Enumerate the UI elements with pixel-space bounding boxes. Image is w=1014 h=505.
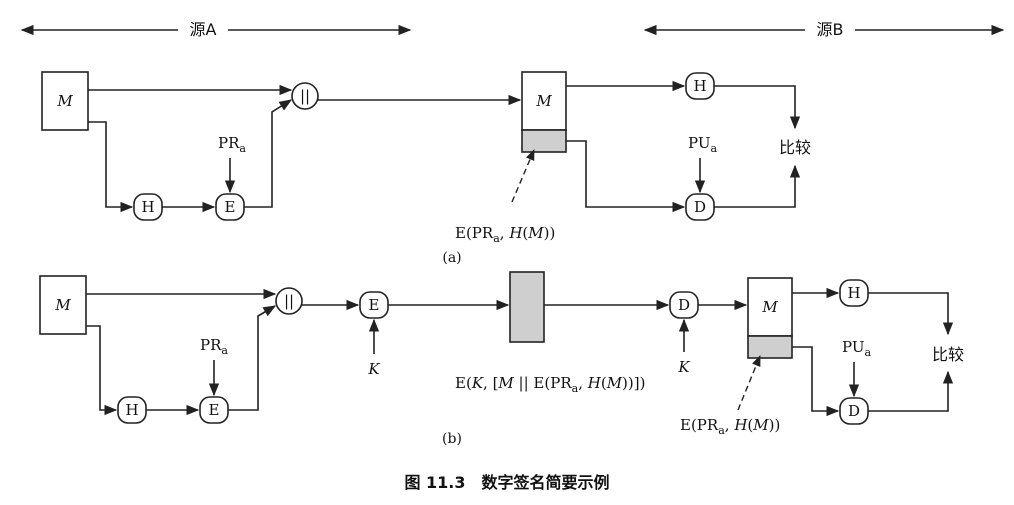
panel-b-signature-pointer [737,354,761,411]
panel-b-private-key-label: PRa [200,336,228,357]
source-a-span: 源A [20,20,412,39]
panel-b-receiver-message-label: M [761,298,778,316]
panel-b-encrypt-label: E [209,401,220,419]
panel-b-concat-node [275,287,303,315]
panel-b-key-label-encrypt: K [367,360,380,378]
panel-a-message-label: M [56,92,73,110]
panel-a-concat-label: || [300,87,310,105]
panel-b-public-key-label: PUa [842,338,871,359]
panel-a-signature-text: E(PRa, H(M)) [455,224,555,245]
panel-b-key-encrypt-label: E [369,296,380,314]
panel-b-signature-text: E(PRa, H(M)) [680,416,780,437]
panel-a-concat-node [291,82,319,110]
panel-a-hash-to-compare [714,85,801,130]
panel-b-label: (b) [442,431,462,447]
panel-b-compare-label: 比较 [932,345,964,364]
panel-a-signature-to-decrypt [566,140,686,213]
panel-a-encrypt-to-concat [244,99,293,208]
panel-b-cipher-text: E(K, [M || E(PRa, H(M))]) [455,374,645,395]
source-a-label: 源A [190,20,217,39]
panel-a-receiver-hash-label: H [693,77,706,95]
panel-a-message-box [41,71,89,131]
panel-b-receiver-message-box [747,277,793,337]
panel-a-signature-block [521,129,567,153]
panel-b-receiver-decrypt-label: D [848,402,860,420]
panel-b-encrypt-to-concat [228,305,277,411]
panel-b-hash-to-compare [868,292,954,336]
panel-b-receiver-hash-label: H [847,284,860,302]
panel-b-message-to-hash [86,325,118,416]
panel-a: M H E PRa || M E(PRa, H(M [41,71,811,266]
panel-b-message-box [39,275,87,335]
panel-a-message-to-hash [88,121,134,213]
panel-a-public-key-label: PUa [688,134,717,155]
panel-b-key-label-decrypt: K [677,358,690,376]
source-b-label: 源B [817,20,844,39]
panel-a-encrypt-label: E [225,198,236,216]
panel-b-concat-label: || [284,292,294,310]
source-b-span: 源B [643,20,1005,39]
panel-b-signature-to-decrypt [792,346,840,417]
panel-b-message-label: M [54,296,71,314]
panel-b: M H E PRa || E K E(K, [M || [39,271,964,447]
panel-a-decrypt-label: D [694,198,706,216]
panel-b-key-decrypt-label: D [678,296,690,314]
panel-a-receiver-message-label: M [535,92,552,110]
panel-b-hash-label: H [125,401,138,419]
panel-a-compare-label: 比较 [779,138,811,157]
panel-a-label: (a) [442,250,461,266]
panel-a-receiver-message-box [521,71,567,131]
panel-b-cipher-block [509,271,545,343]
panel-b-decrypt-to-compare [868,370,954,412]
panel-a-decrypt-to-compare [714,164,801,208]
panel-b-signature-block [747,335,793,359]
panel-a-hash-label: H [141,198,154,216]
panel-a-private-key-label: PRa [218,134,246,155]
figure-caption: 图 11.3 数字签名简要示例 [404,473,609,492]
panel-a-signature-pointer [511,148,535,203]
